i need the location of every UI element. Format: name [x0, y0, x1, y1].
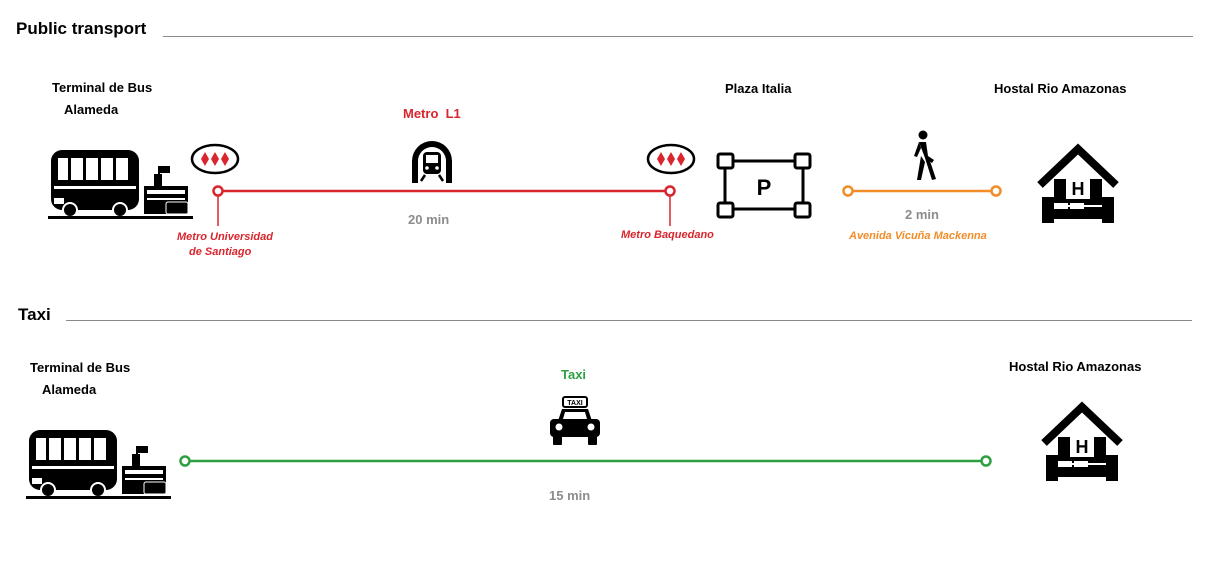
taxi-start-node [179, 455, 191, 467]
train-icon [412, 141, 452, 183]
taxi-destination-label: Hostal Rio Amazonas [1009, 359, 1142, 374]
origin-label-line2: Alameda [64, 102, 119, 117]
hostel-icon: H [1041, 401, 1123, 481]
taxi-sign-text: TAXI [567, 400, 582, 407]
taxi-divider [66, 320, 1192, 321]
taxi-line-label: Taxi [561, 367, 587, 382]
origin-label-line1: Terminal de Bus [52, 80, 153, 95]
metro-duration: 20 min [408, 212, 450, 227]
walk-route-line [842, 185, 1002, 197]
parking-icon: P [716, 152, 812, 219]
walk-duration: 2 min [905, 207, 939, 222]
metro-route-line [212, 185, 676, 226]
station-start-line1: Metro Universidad [177, 231, 273, 243]
taxi-origin-label-line1: Terminal de Bus [30, 360, 131, 375]
walking-person-icon [914, 130, 936, 180]
metro-logo-icon [190, 143, 240, 175]
destination-label: Hostal Rio Amazonas [994, 81, 1127, 96]
taxi-origin-label-line2: Alameda [42, 382, 97, 397]
station-end-label: Metro Baquedano [621, 229, 714, 241]
metro-start-node [212, 185, 224, 197]
taxi-route-line [179, 455, 992, 467]
walk-start-node [842, 185, 854, 197]
taxi-car-icon: TAXI [550, 396, 600, 445]
bus-terminal-icon [26, 430, 171, 499]
public-transport-divider [163, 36, 1193, 37]
taxi-end-node [980, 455, 992, 467]
transfer-point-label: Plaza Italia [725, 81, 792, 96]
taxi-title: Taxi [18, 305, 51, 324]
public-transport-title: Public transport [16, 19, 147, 38]
bus-terminal-icon [48, 150, 193, 219]
taxi-duration: 15 min [549, 488, 591, 503]
taxi-hostel-glyph: H [1076, 437, 1089, 457]
hostel-glyph: H [1072, 179, 1085, 199]
metro-logo-icon [646, 143, 696, 175]
parking-glyph: P [757, 175, 772, 200]
metro-line-label: Metro L1 [403, 106, 461, 121]
metro-end-node [664, 185, 676, 197]
station-start-line2: de Santiago [189, 246, 252, 258]
walk-end-node [990, 185, 1002, 197]
hostel-icon: H [1037, 143, 1119, 223]
walk-street-label: Avenida Vicuña Mackenna [849, 230, 987, 242]
